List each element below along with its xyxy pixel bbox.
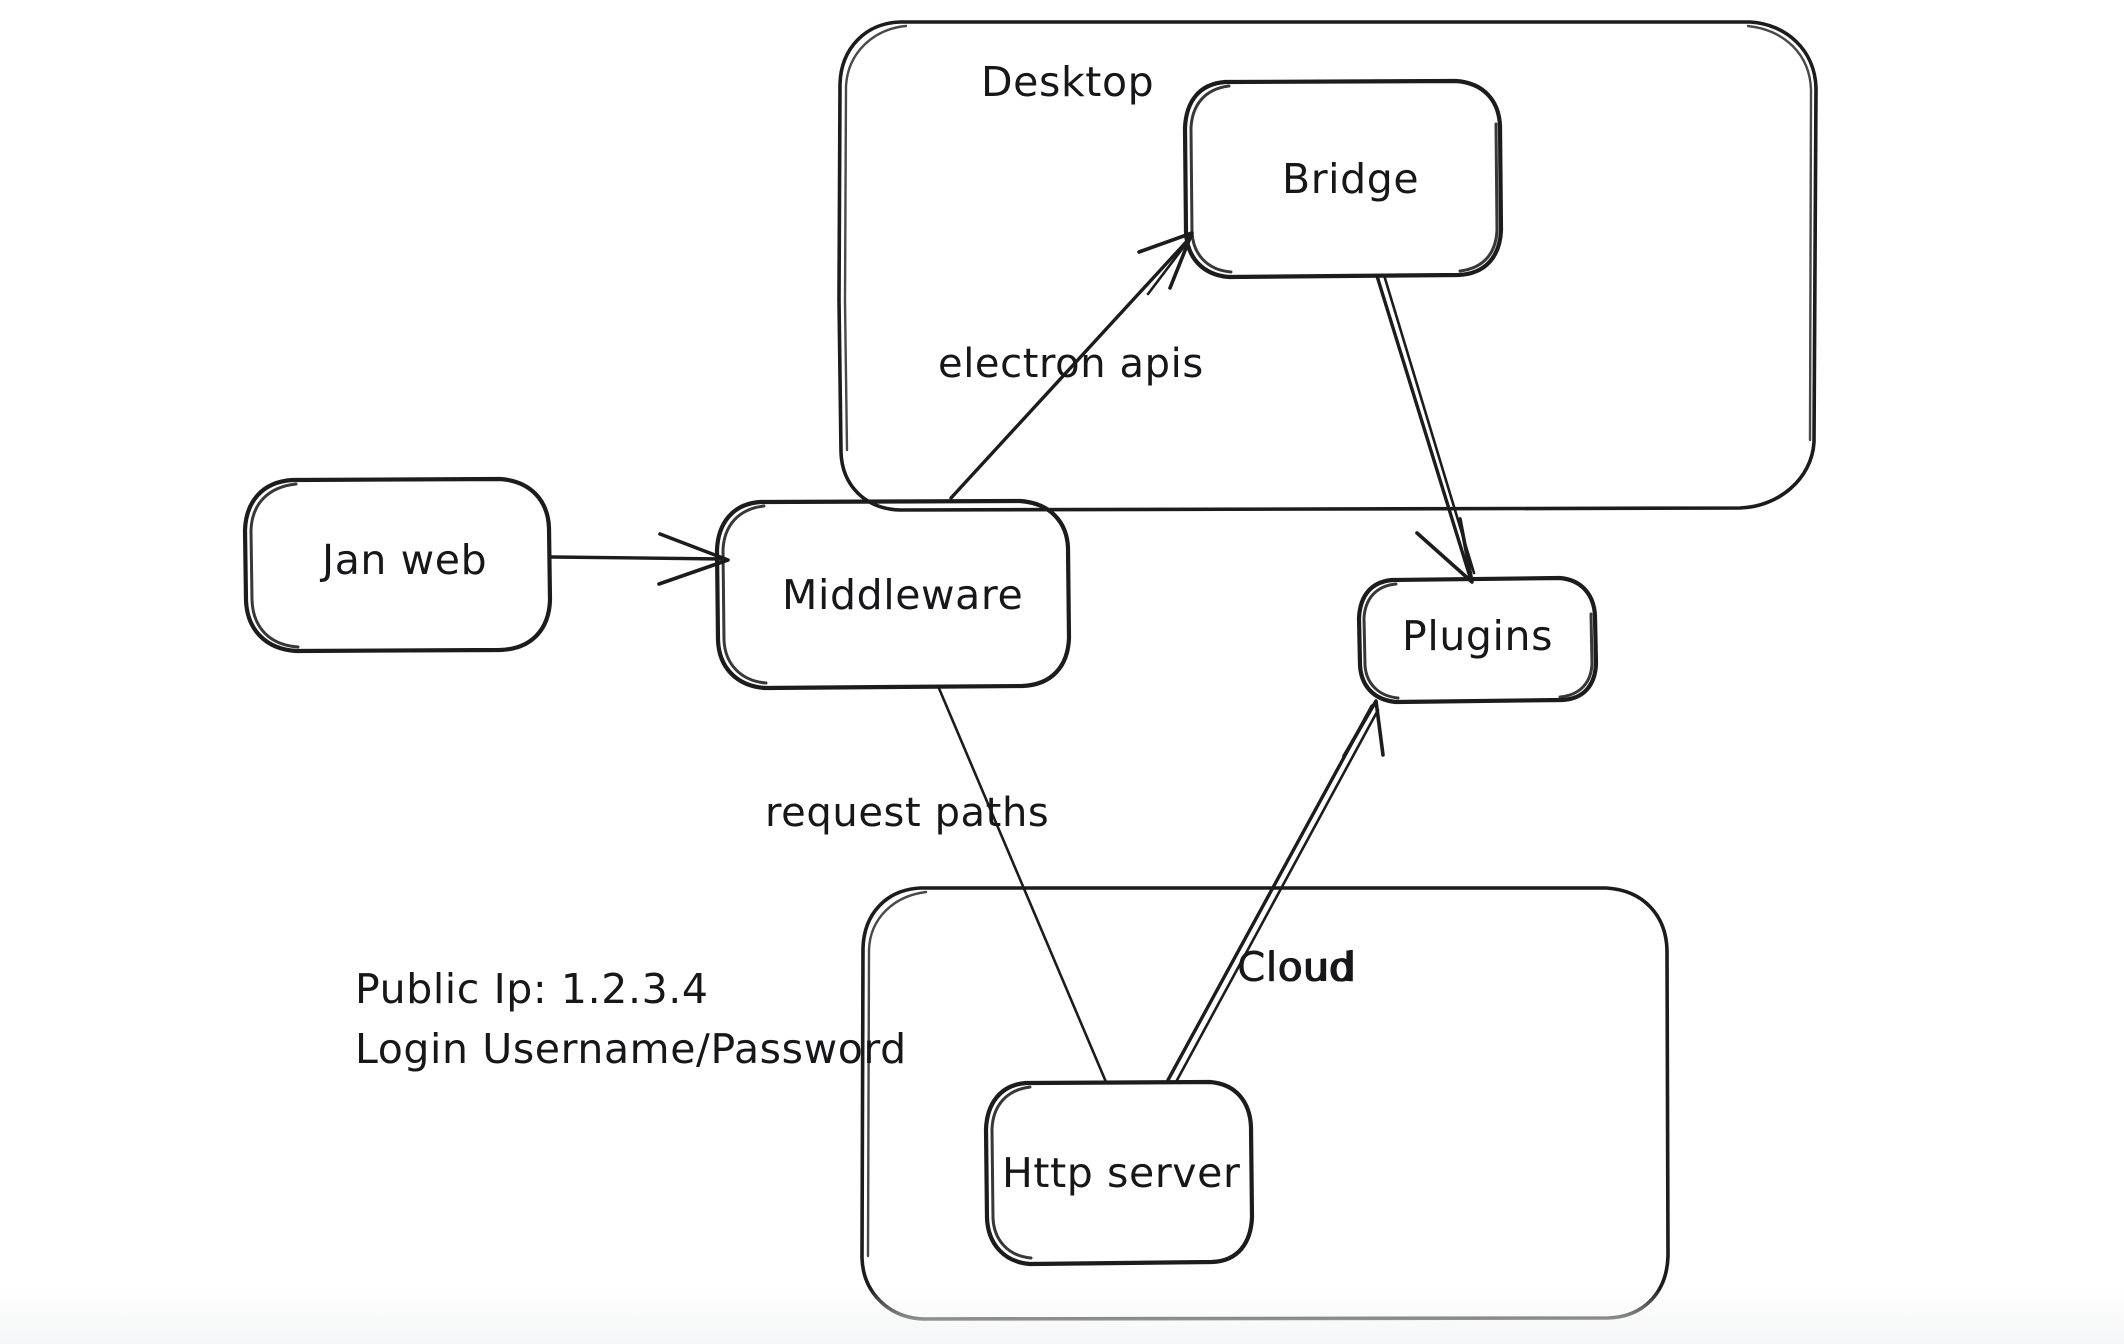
desktop-container-outline-sketch xyxy=(843,24,908,452)
node-bridge-label: Bridge xyxy=(1282,155,1419,203)
note-login: Login Username/Password xyxy=(355,1025,907,1073)
node-middleware-outline-sketch xyxy=(721,504,768,685)
desktop-container-label: Desktop xyxy=(981,58,1154,106)
edge-label-electron-apis: electron apis xyxy=(938,341,1204,387)
container-desktop: Desktop xyxy=(837,20,1818,512)
edge-bridge-to-plugins-arrowhead xyxy=(1415,517,1474,584)
node-middleware-label: Middleware xyxy=(782,571,1023,619)
edge-http-server-to-middleware-line xyxy=(936,684,1108,1084)
edge-http-server-to-plugins-line-sketch xyxy=(1174,708,1380,1084)
edge-http-server-to-plugins-arrowhead xyxy=(1342,699,1385,758)
node-http-server-outline-sketch xyxy=(990,1085,1033,1260)
cloud-container-label: Cloud xyxy=(1237,943,1357,991)
edge-jan-web-to-middleware-line xyxy=(550,555,726,561)
node-jan-web-outline xyxy=(242,476,553,654)
edge-bridge-to-plugins-line xyxy=(1375,274,1472,579)
edge-http-server-to-middleware xyxy=(936,684,1108,1084)
edge-jan-web-to-middleware xyxy=(550,532,730,586)
node-plugins-label: Plugins xyxy=(1402,612,1553,660)
node-plugins[interactable]: Plugins xyxy=(1356,575,1599,705)
node-bridge[interactable]: Bridge xyxy=(1182,78,1504,280)
node-jan-web-outline-sketch xyxy=(249,482,300,649)
cloud-container-outline-sketch xyxy=(866,890,928,1258)
node-plugins-outline xyxy=(1356,575,1599,705)
node-middleware[interactable]: Middleware xyxy=(714,498,1072,691)
edge-jan-web-to-middleware-arrowhead xyxy=(657,532,730,586)
edge-label-request-paths: request paths xyxy=(765,790,1049,836)
node-middleware-outline xyxy=(714,498,1072,691)
node-http-server-label: Http server xyxy=(1002,1149,1240,1197)
edge-http-server-to-plugins-line xyxy=(1166,704,1374,1082)
edge-middleware-to-bridge-arrow-barb xyxy=(1146,234,1194,296)
edge-middleware-to-bridge: electron apis xyxy=(938,231,1204,500)
note-public-ip: Public Ip: 1.2.3.4 xyxy=(355,965,709,1013)
node-plugins-outline-sketch xyxy=(1362,582,1400,700)
node-http-server-outline xyxy=(983,1079,1255,1267)
edge-middleware-to-bridge-line xyxy=(949,238,1190,500)
node-bridge-outline-sketch xyxy=(1189,84,1233,274)
edge-label-group: request paths Cloud xyxy=(765,790,1354,991)
edge-middleware-to-bridge-arrowhead xyxy=(1137,231,1194,290)
edge-http-server-to-plugins xyxy=(1166,699,1385,1084)
node-jan-web-label: Jan web xyxy=(319,536,487,584)
node-http-server[interactable]: Http server xyxy=(983,1079,1255,1267)
desktop-container-outline-sketch-right xyxy=(1746,24,1813,442)
node-plugins-outline-sketch-right xyxy=(1558,612,1594,699)
desktop-container-outline xyxy=(837,20,1818,512)
node-bridge-outline xyxy=(1182,78,1504,280)
container-cloud: Cloud xyxy=(860,886,1670,1321)
node-bridge-outline-sketch-right xyxy=(1458,122,1499,273)
edge-label-cloud-visible: Cloud xyxy=(1237,945,1354,991)
edge-bridge-to-plugins xyxy=(1375,273,1476,584)
notes-block: Public Ip: 1.2.3.4 Login Username/Passwo… xyxy=(355,965,907,1073)
node-jan-web[interactable]: Jan web xyxy=(242,476,553,654)
